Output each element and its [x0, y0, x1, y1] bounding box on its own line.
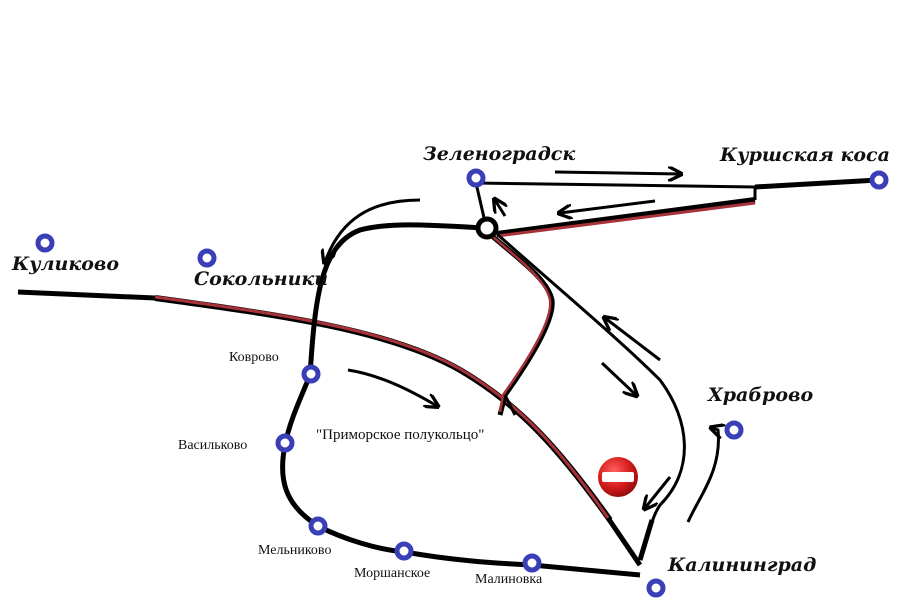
arrow-semiring-icon [347, 368, 437, 406]
station-sokolniki-icon [197, 248, 217, 268]
label-kaliningrad: Калининград [668, 554, 817, 576]
label-vasilkovo: Васильково [178, 438, 248, 453]
station-morshanskoe-icon [394, 541, 414, 561]
arrow-up-east-icon [605, 318, 661, 362]
connector-line [490, 234, 555, 416]
label-kurshskaya-kosa: Куршская коса [720, 144, 890, 166]
label-sokolniki: Сокольники [194, 268, 329, 290]
arrow-from-kurshskaya-icon [560, 199, 656, 213]
arrow-down-east-icon [600, 361, 636, 395]
label-morshanskoe: Моршанское [354, 566, 431, 581]
label-melnikovo: Мельниково [258, 543, 332, 558]
arrow-to-kurshskaya-icon [554, 172, 680, 174]
label-malinovka: Малиновка [475, 572, 543, 587]
station-melnikovo-icon [308, 516, 328, 536]
station-kulikovo-icon [35, 233, 55, 253]
arrow-up-zelenogradsk-icon [495, 200, 505, 217]
direction-arrows [325, 172, 718, 523]
label-kulikovo: Куликово [12, 253, 120, 275]
station-vasilkovo-icon [275, 433, 295, 453]
label-primorskoe-semiring: "Приморское полукольцо" [316, 427, 485, 443]
arrow-curve-west-icon [325, 198, 421, 262]
label-zelenogradsk: Зеленоградск [423, 143, 576, 165]
station-kurshskaya-icon [869, 170, 889, 190]
station-zelenogradsk-icon [466, 168, 486, 188]
arrow-down-kaliningrad-icon [645, 476, 672, 508]
label-kovrovo: Коврово [229, 350, 279, 365]
stations [35, 168, 889, 598]
station-malinovka-icon [522, 553, 542, 573]
station-kaliningrad-icon [646, 578, 666, 598]
station-kovrovo-icon [301, 364, 321, 384]
eastern-line [496, 232, 686, 561]
label-khrabrovo: Храброво [708, 384, 814, 406]
primorskoe-semiring [280, 222, 641, 578]
station-khrabrovo-icon [724, 420, 744, 440]
kurshskaya-line [474, 177, 879, 238]
arrow-to-khrabrovo-icon [686, 428, 718, 523]
western-line [17, 289, 643, 567]
junction-ring-icon [475, 216, 499, 240]
no-entry-sign-icon [598, 457, 638, 497]
